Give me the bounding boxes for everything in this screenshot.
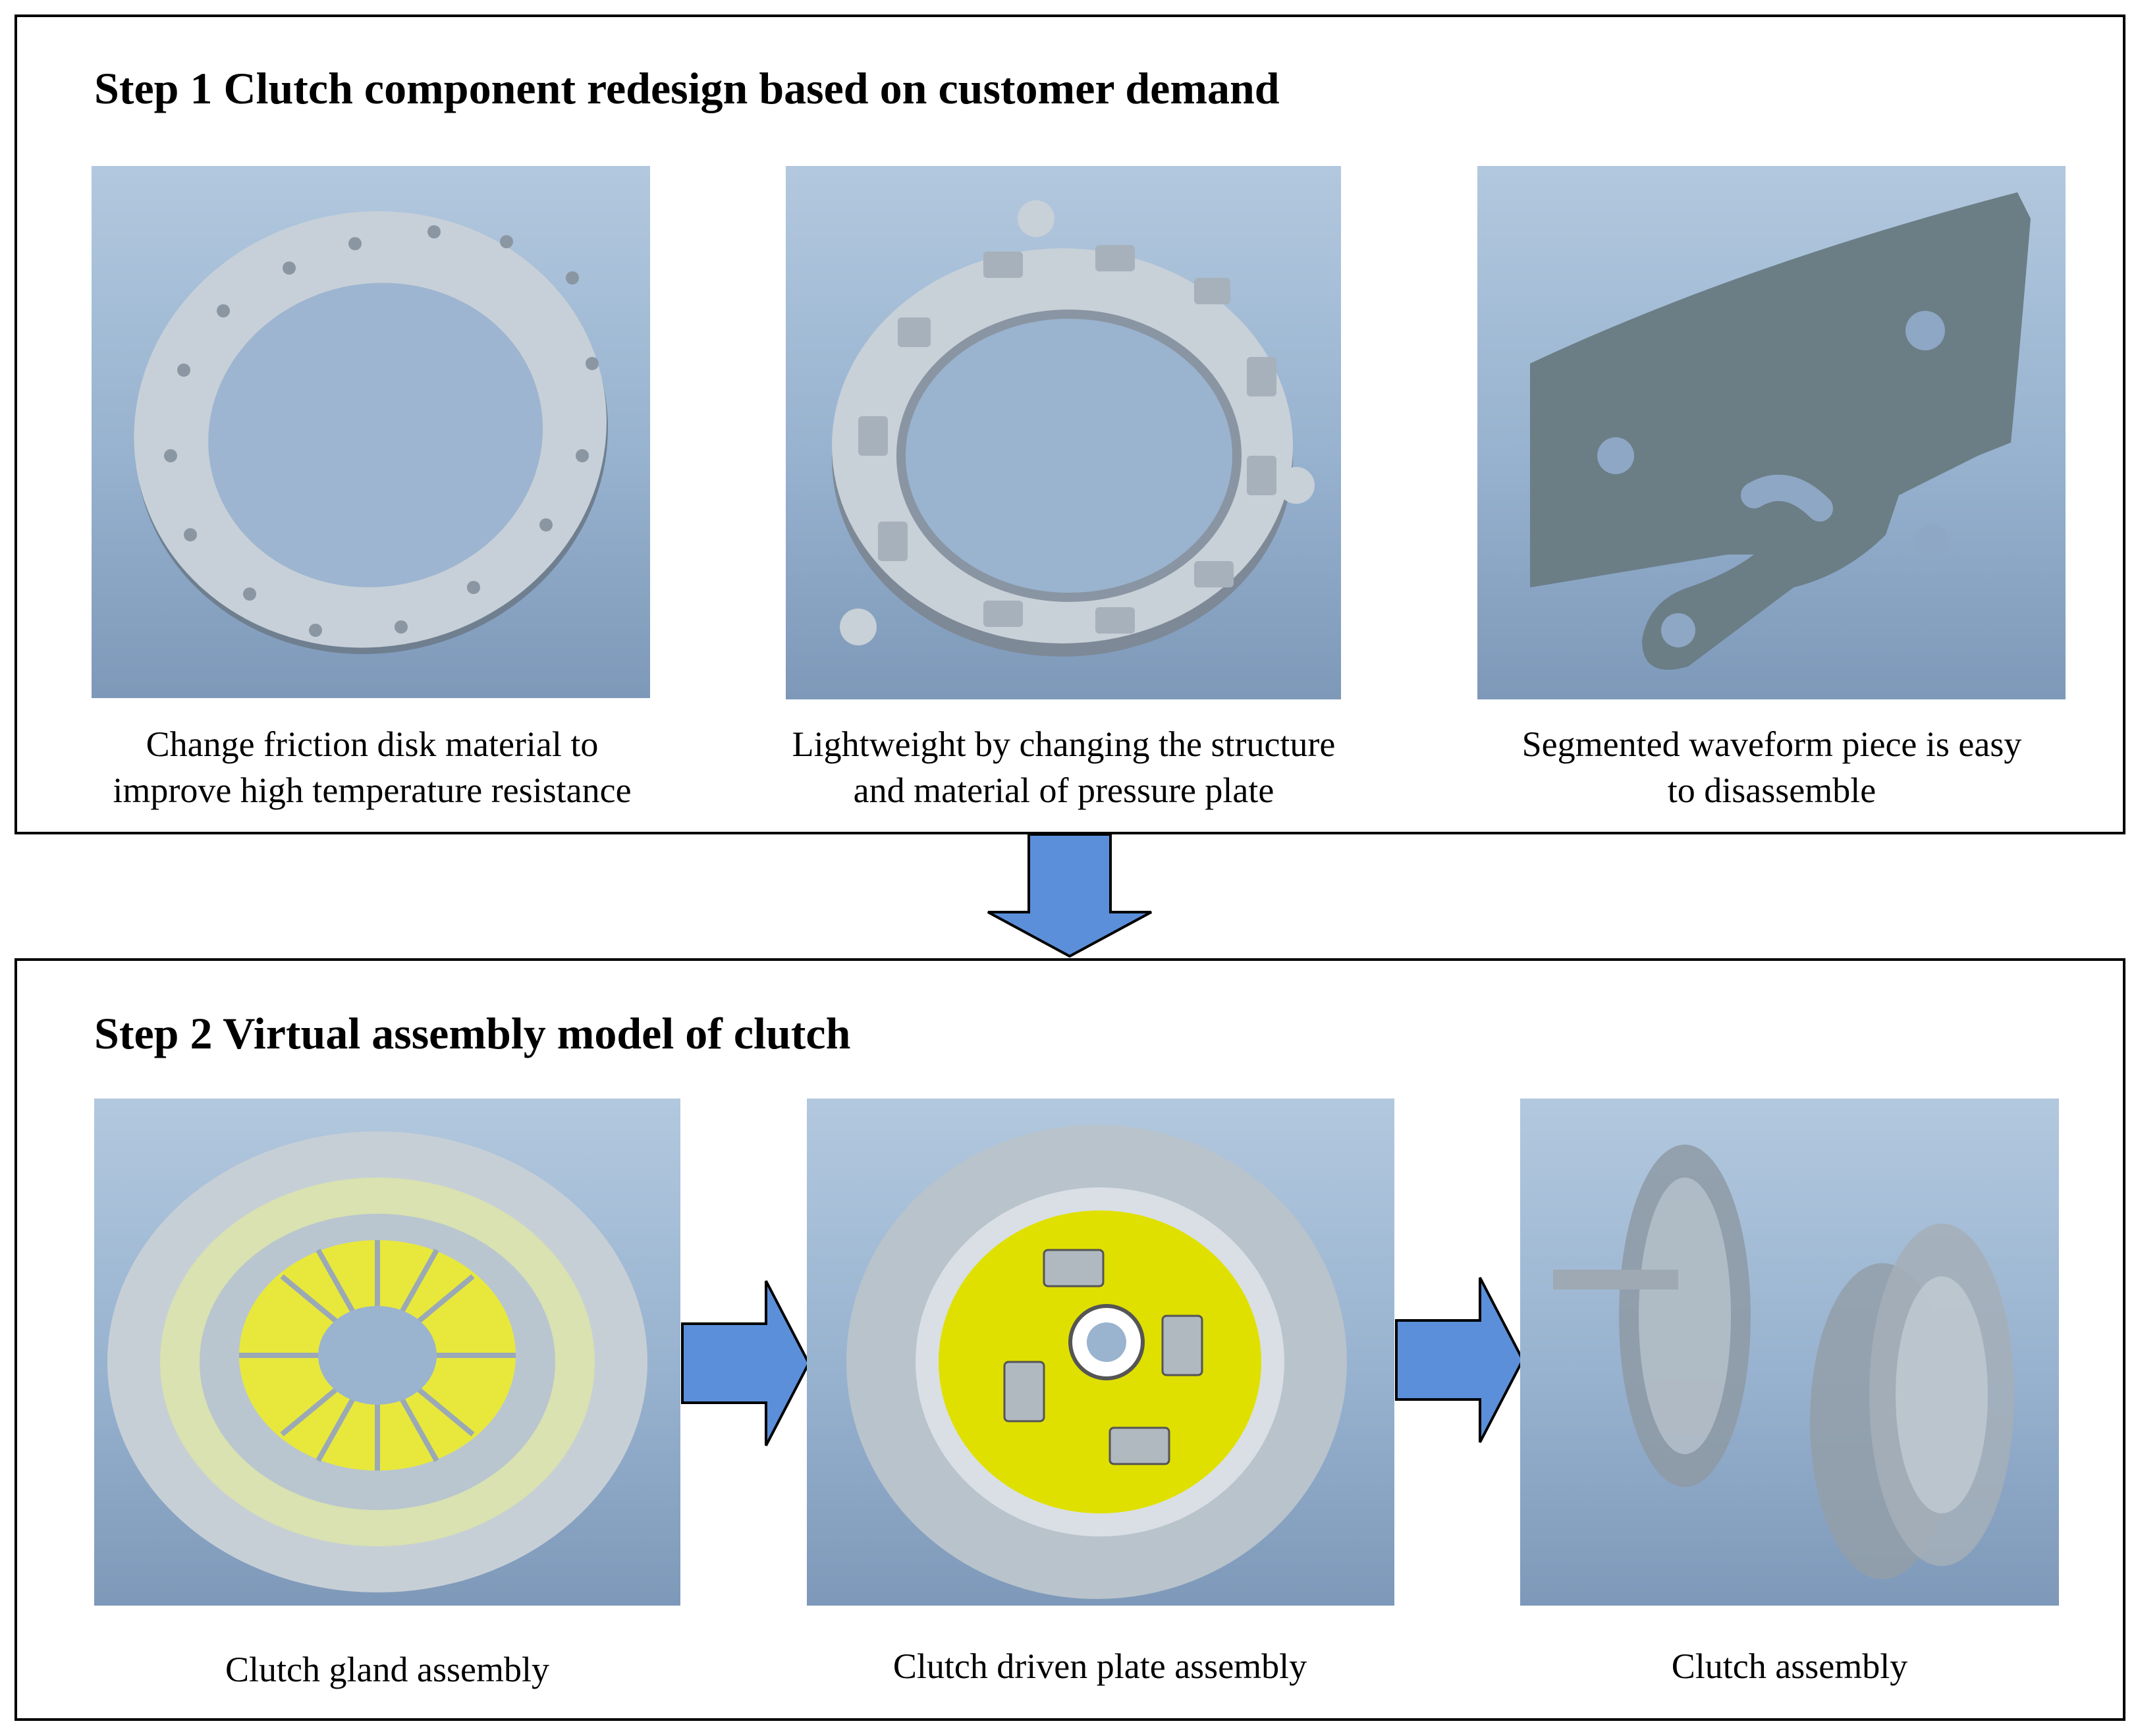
step1-title: Step 1 Clutch component redesign based o… (94, 63, 1280, 113)
caption-line: and material of pressure plate (853, 771, 1274, 810)
right-arrow-icon (1395, 1277, 1525, 1443)
caption-line: Lightweight by changing the structure (792, 724, 1336, 764)
waveform-piece-image (1477, 166, 2066, 699)
caption-clutch-assembly: Clutch assembly (1671, 1646, 1908, 1686)
step2-title: Step 2 Virtual assembly model of clutch (94, 1008, 851, 1058)
caption-line: improve high temperature resistance (113, 771, 632, 810)
caption-waveform-piece: Segmented waveform piece is easy to disa… (1436, 721, 2108, 813)
friction-disk-image (92, 166, 650, 698)
caption-line: to disassemble (1667, 771, 1876, 810)
clutch-gland-assembly-image (94, 1099, 680, 1606)
clutch-assembly-image (1520, 1099, 2059, 1606)
pressure-plate-image (786, 166, 1341, 699)
caption-clutch-gland: Clutch gland assembly (225, 1650, 549, 1689)
clutch-driven-plate-image (807, 1099, 1394, 1606)
caption-pressure-plate: Lightweight by changing the structure an… (731, 721, 1396, 813)
caption-friction-disk: Change friction disk material to improve… (46, 721, 698, 813)
right-arrow-icon (681, 1280, 811, 1446)
down-arrow-icon (987, 833, 1152, 958)
caption-line: Change friction disk material to (146, 724, 599, 764)
caption-line: Segmented waveform piece is easy (1521, 724, 2022, 764)
caption-clutch-driven-plate: Clutch driven plate assembly (892, 1646, 1307, 1686)
